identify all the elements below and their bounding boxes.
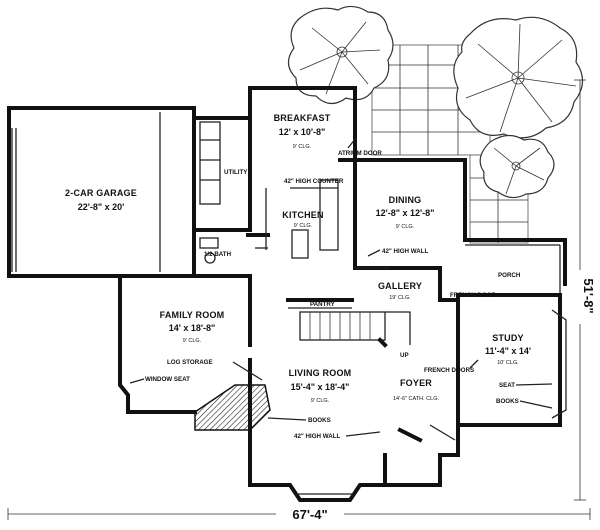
living-books-note: BOOKS: [308, 417, 331, 424]
room-gallery: GALLERY 19' CLG.: [378, 281, 422, 301]
foyer-label: FOYER: [400, 378, 432, 388]
landscape: [287, 5, 584, 244]
garage-walls: [7, 106, 196, 278]
overall-depth-dimension: 51'-8": [573, 79, 596, 501]
room-garage: 2-CAR GARAGE 22'-8" x 20': [65, 188, 137, 212]
room-living: LIVING ROOM 15'-4" x 18'-4" 9' CLG.: [289, 368, 352, 404]
room-family: FAMILY ROOM 14' x 18'-8" 9' CLG.: [160, 310, 225, 344]
tree-left: [287, 5, 394, 105]
breakfast-label: BREAKFAST: [274, 113, 331, 123]
window-seat-note: WINDOW SEAT: [145, 376, 190, 383]
log-storage-note: LOG STORAGE: [167, 359, 213, 366]
overall-width-label: 67'-4": [292, 507, 327, 522]
french-doors-note: FRENCH DOORS: [424, 367, 474, 374]
tree-bottom: [479, 134, 555, 199]
fireplace: [194, 384, 271, 431]
dining-label: DINING: [389, 195, 422, 205]
dining-high-wall-note: 42" HIGH WALL: [382, 248, 428, 255]
high-counter-note: 42" HIGH COUNTER: [284, 178, 344, 185]
room-dining: DINING 12'-8" x 12'-8" 9' CLG.: [376, 195, 435, 230]
family-room-dim: 14' x 18'-8": [169, 323, 216, 333]
overall-width-dimension: 67'-4": [7, 507, 591, 523]
room-foyer: FOYER 14'-6" CATH. CLG.: [393, 378, 439, 402]
kitchen-label: KITCHEN: [282, 210, 323, 220]
living-room-clg: 9' CLG.: [311, 398, 330, 404]
dining-dim: 12'-8" x 12'-8": [376, 208, 435, 218]
study-dim: 11'-4" x 14': [485, 346, 531, 356]
pantry-label: PANTRY: [310, 301, 336, 308]
garage-dim: 22'-8" x 20': [78, 202, 125, 212]
study-clg: 10' CLG.: [497, 360, 519, 366]
room-study: STUDY 11'-4" x 14' 10' CLG.: [485, 333, 531, 366]
half-bath-label: 1/2 BATH: [204, 251, 232, 258]
room-kitchen: KITCHEN 9' CLG.: [282, 210, 323, 229]
porch-label: PORCH: [498, 272, 521, 279]
study-books-note: BOOKS: [496, 398, 519, 405]
study-seat-note: SEAT: [499, 382, 515, 389]
gallery-label: GALLERY: [378, 281, 422, 291]
stair-up-note: UP: [400, 352, 409, 359]
family-room-clg: 9' CLG.: [183, 338, 202, 344]
dining-clg: 9' CLG.: [396, 224, 415, 230]
garage-label: 2-CAR GARAGE: [65, 188, 137, 198]
room-breakfast: BREAKFAST 12' x 10'-8" 9' CLG.: [274, 113, 331, 150]
family-room-label: FAMILY ROOM: [160, 310, 225, 320]
gallery-clg: 19' CLG.: [389, 295, 411, 301]
tree-right: [453, 16, 584, 139]
notes: ATRIUM DOOR 42" HIGH COUNTER 42" HIGH WA…: [129, 137, 553, 440]
french-door-note: FRENCH DOOR: [450, 292, 497, 299]
kitchen-clg: 9' CLG.: [294, 223, 313, 229]
living-high-wall-note: 42" HIGH WALL: [294, 433, 340, 440]
study-label: STUDY: [492, 333, 524, 343]
foyer-clg: 14'-6" CATH. CLG.: [393, 396, 439, 402]
utility-label: UTILITY: [224, 169, 248, 176]
walls: [7, 86, 567, 502]
atrium-door-note: ATRIUM DOOR: [338, 150, 382, 157]
living-room-dim: 15'-4" x 18'-4": [291, 382, 350, 392]
overall-depth-label: 51'-8": [581, 278, 596, 313]
living-room-label: LIVING ROOM: [289, 368, 352, 378]
breakfast-dim: 12' x 10'-8": [279, 127, 326, 137]
breakfast-clg: 9' CLG.: [293, 144, 312, 150]
